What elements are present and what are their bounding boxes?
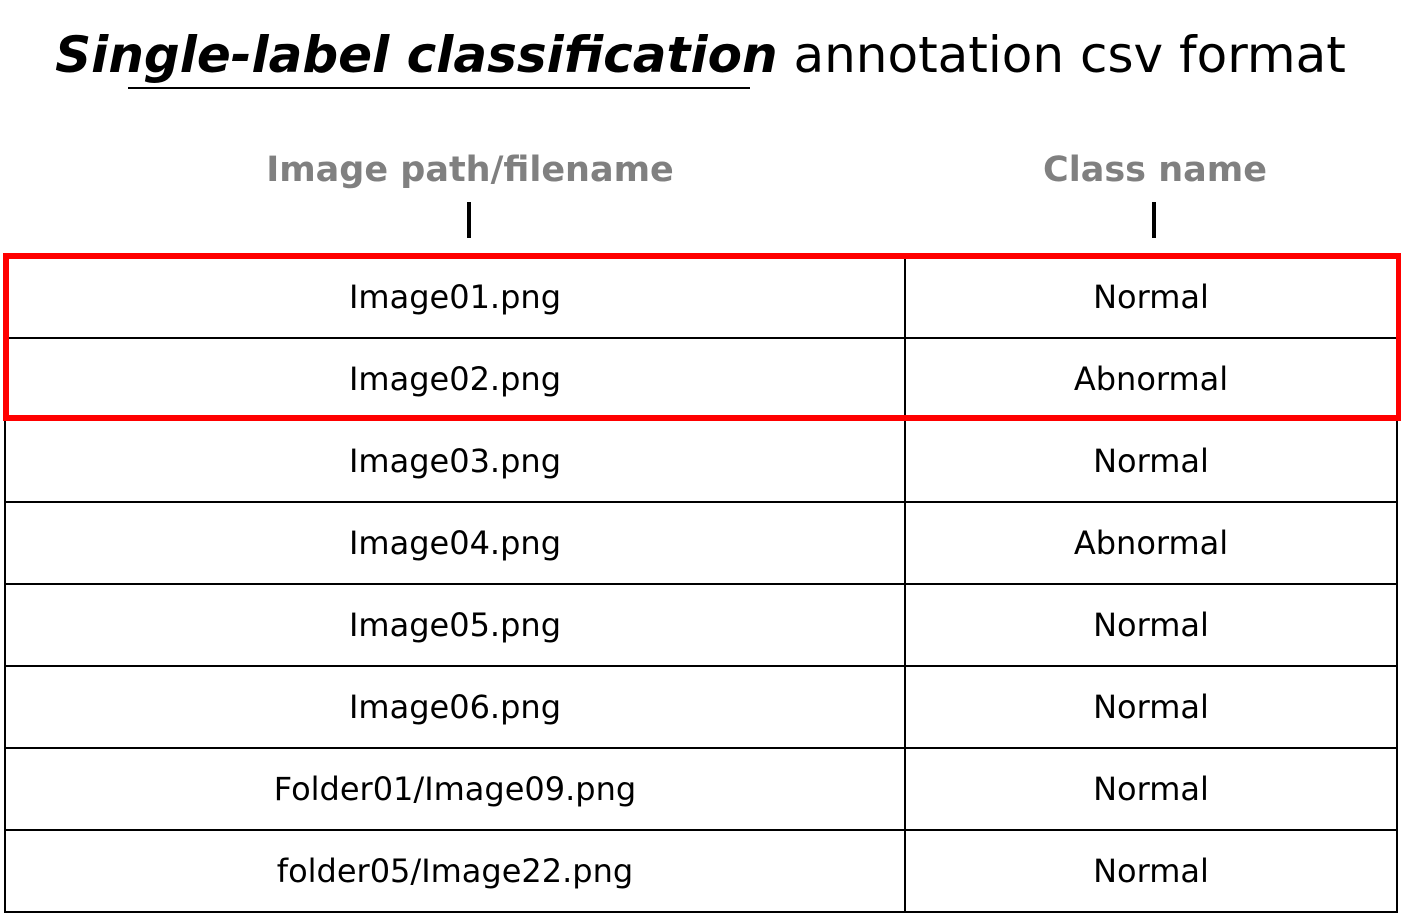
- path-cell: Image02.png: [6, 339, 906, 419]
- path-cell: Image01.png: [6, 257, 906, 337]
- annotation-table: Image01.png Normal Image02.png Abnormal …: [4, 255, 1398, 913]
- class-cell: Normal: [1093, 770, 1209, 808]
- title-emphasis: Single-label classification: [55, 26, 778, 84]
- path-cell: Image05.png: [6, 585, 906, 665]
- path-cell: Image06.png: [6, 667, 906, 747]
- title-rest: annotation csv format: [793, 26, 1346, 84]
- class-cell: Normal: [1093, 606, 1209, 644]
- path-column-pointer: [467, 202, 471, 238]
- path-cell: Image03.png: [6, 421, 906, 501]
- class-cell: Normal: [1093, 442, 1209, 480]
- column-header-class: Class name: [1043, 150, 1267, 190]
- table-row: Folder01/Image09.png Normal: [6, 749, 1396, 831]
- column-header-path: Image path/filename: [266, 150, 674, 190]
- path-cell: Folder01/Image09.png: [6, 749, 906, 829]
- class-cell: Normal: [1093, 278, 1209, 316]
- class-cell: Normal: [1093, 688, 1209, 726]
- table-row: Image03.png Normal: [6, 421, 1396, 503]
- table-row: Image05.png Normal: [6, 585, 1396, 667]
- class-column-pointer: [1152, 202, 1156, 238]
- table-row: Image02.png Abnormal: [6, 339, 1396, 421]
- table-row: Image04.png Abnormal: [6, 503, 1396, 585]
- page-title: Single-label classification annotation c…: [0, 22, 1401, 88]
- table-row: Image06.png Normal: [6, 667, 1396, 749]
- table-row: folder05/Image22.png Normal: [6, 831, 1396, 913]
- table-row: Image01.png Normal: [6, 255, 1396, 339]
- class-cell: Abnormal: [1073, 524, 1229, 562]
- title-underline: [128, 87, 750, 89]
- class-cell: Abnormal: [1073, 360, 1229, 398]
- class-cell: Normal: [1093, 852, 1209, 890]
- path-cell: folder05/Image22.png: [6, 831, 906, 911]
- path-cell: Image04.png: [6, 503, 906, 583]
